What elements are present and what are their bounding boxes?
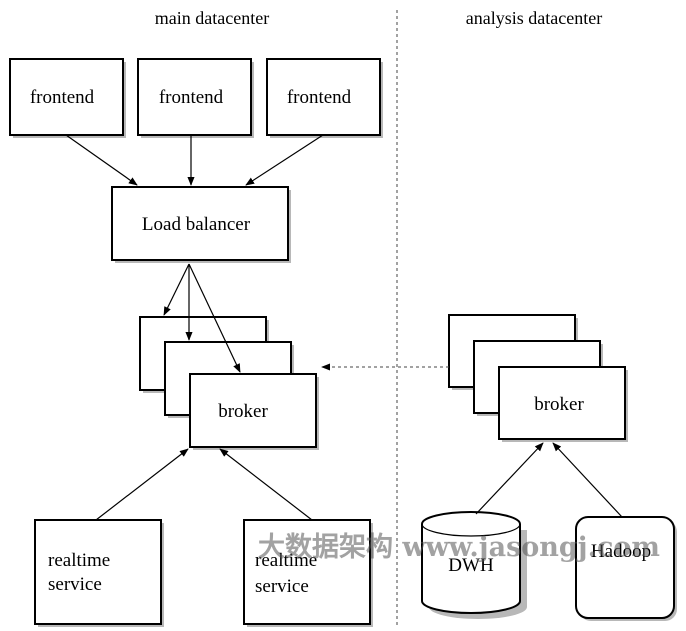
dwh-database-node: DWH <box>421 511 527 619</box>
edge-frontend1-to-lb <box>65 134 138 186</box>
realtime-service-node: realtime service <box>243 519 373 627</box>
svg-text:service: service <box>255 576 309 597</box>
connections <box>65 134 623 521</box>
edge-lb-to-broker1 <box>163 263 190 316</box>
hadoop-node: Hadoop <box>575 516 677 621</box>
edge-frontend3-to-lb <box>245 134 324 186</box>
broker-label: broker <box>534 394 584 415</box>
svg-text:frontend: frontend <box>159 87 224 108</box>
edge-dwh-to-broker <box>475 442 544 515</box>
load-balancer-node: Load balancer <box>111 186 291 263</box>
edge-realtime1-to-broker <box>95 448 189 521</box>
broker-label: broker <box>218 401 268 422</box>
analysis-datacenter-header: analysis datacenter <box>466 8 602 28</box>
realtime-service-node: realtime service <box>34 519 164 627</box>
main-broker-stack: broker <box>139 316 319 450</box>
frontend-node: frontend <box>137 58 254 138</box>
svg-text:Hadoop: Hadoop <box>591 541 651 562</box>
svg-text:realtime: realtime <box>48 550 110 571</box>
frontend-node: frontend <box>9 58 126 138</box>
analysis-broker-stack: broker <box>448 314 628 442</box>
watermark-text: 大数据架构 www.jasongj.com <box>258 532 660 563</box>
svg-text:Load balancer: Load balancer <box>142 214 251 235</box>
edge-realtime2-to-broker <box>219 448 313 521</box>
svg-text:frontend: frontend <box>30 87 95 108</box>
svg-text:service: service <box>48 574 102 595</box>
edge-hadoop-to-broker <box>552 442 623 518</box>
frontend-node: frontend <box>266 58 383 138</box>
svg-text:frontend: frontend <box>287 87 352 108</box>
svg-text:DWH: DWH <box>448 555 494 576</box>
edge-lb-to-broker3 <box>188 263 241 373</box>
main-datacenter-header: main datacenter <box>155 8 269 28</box>
svg-text:realtime: realtime <box>255 550 317 571</box>
